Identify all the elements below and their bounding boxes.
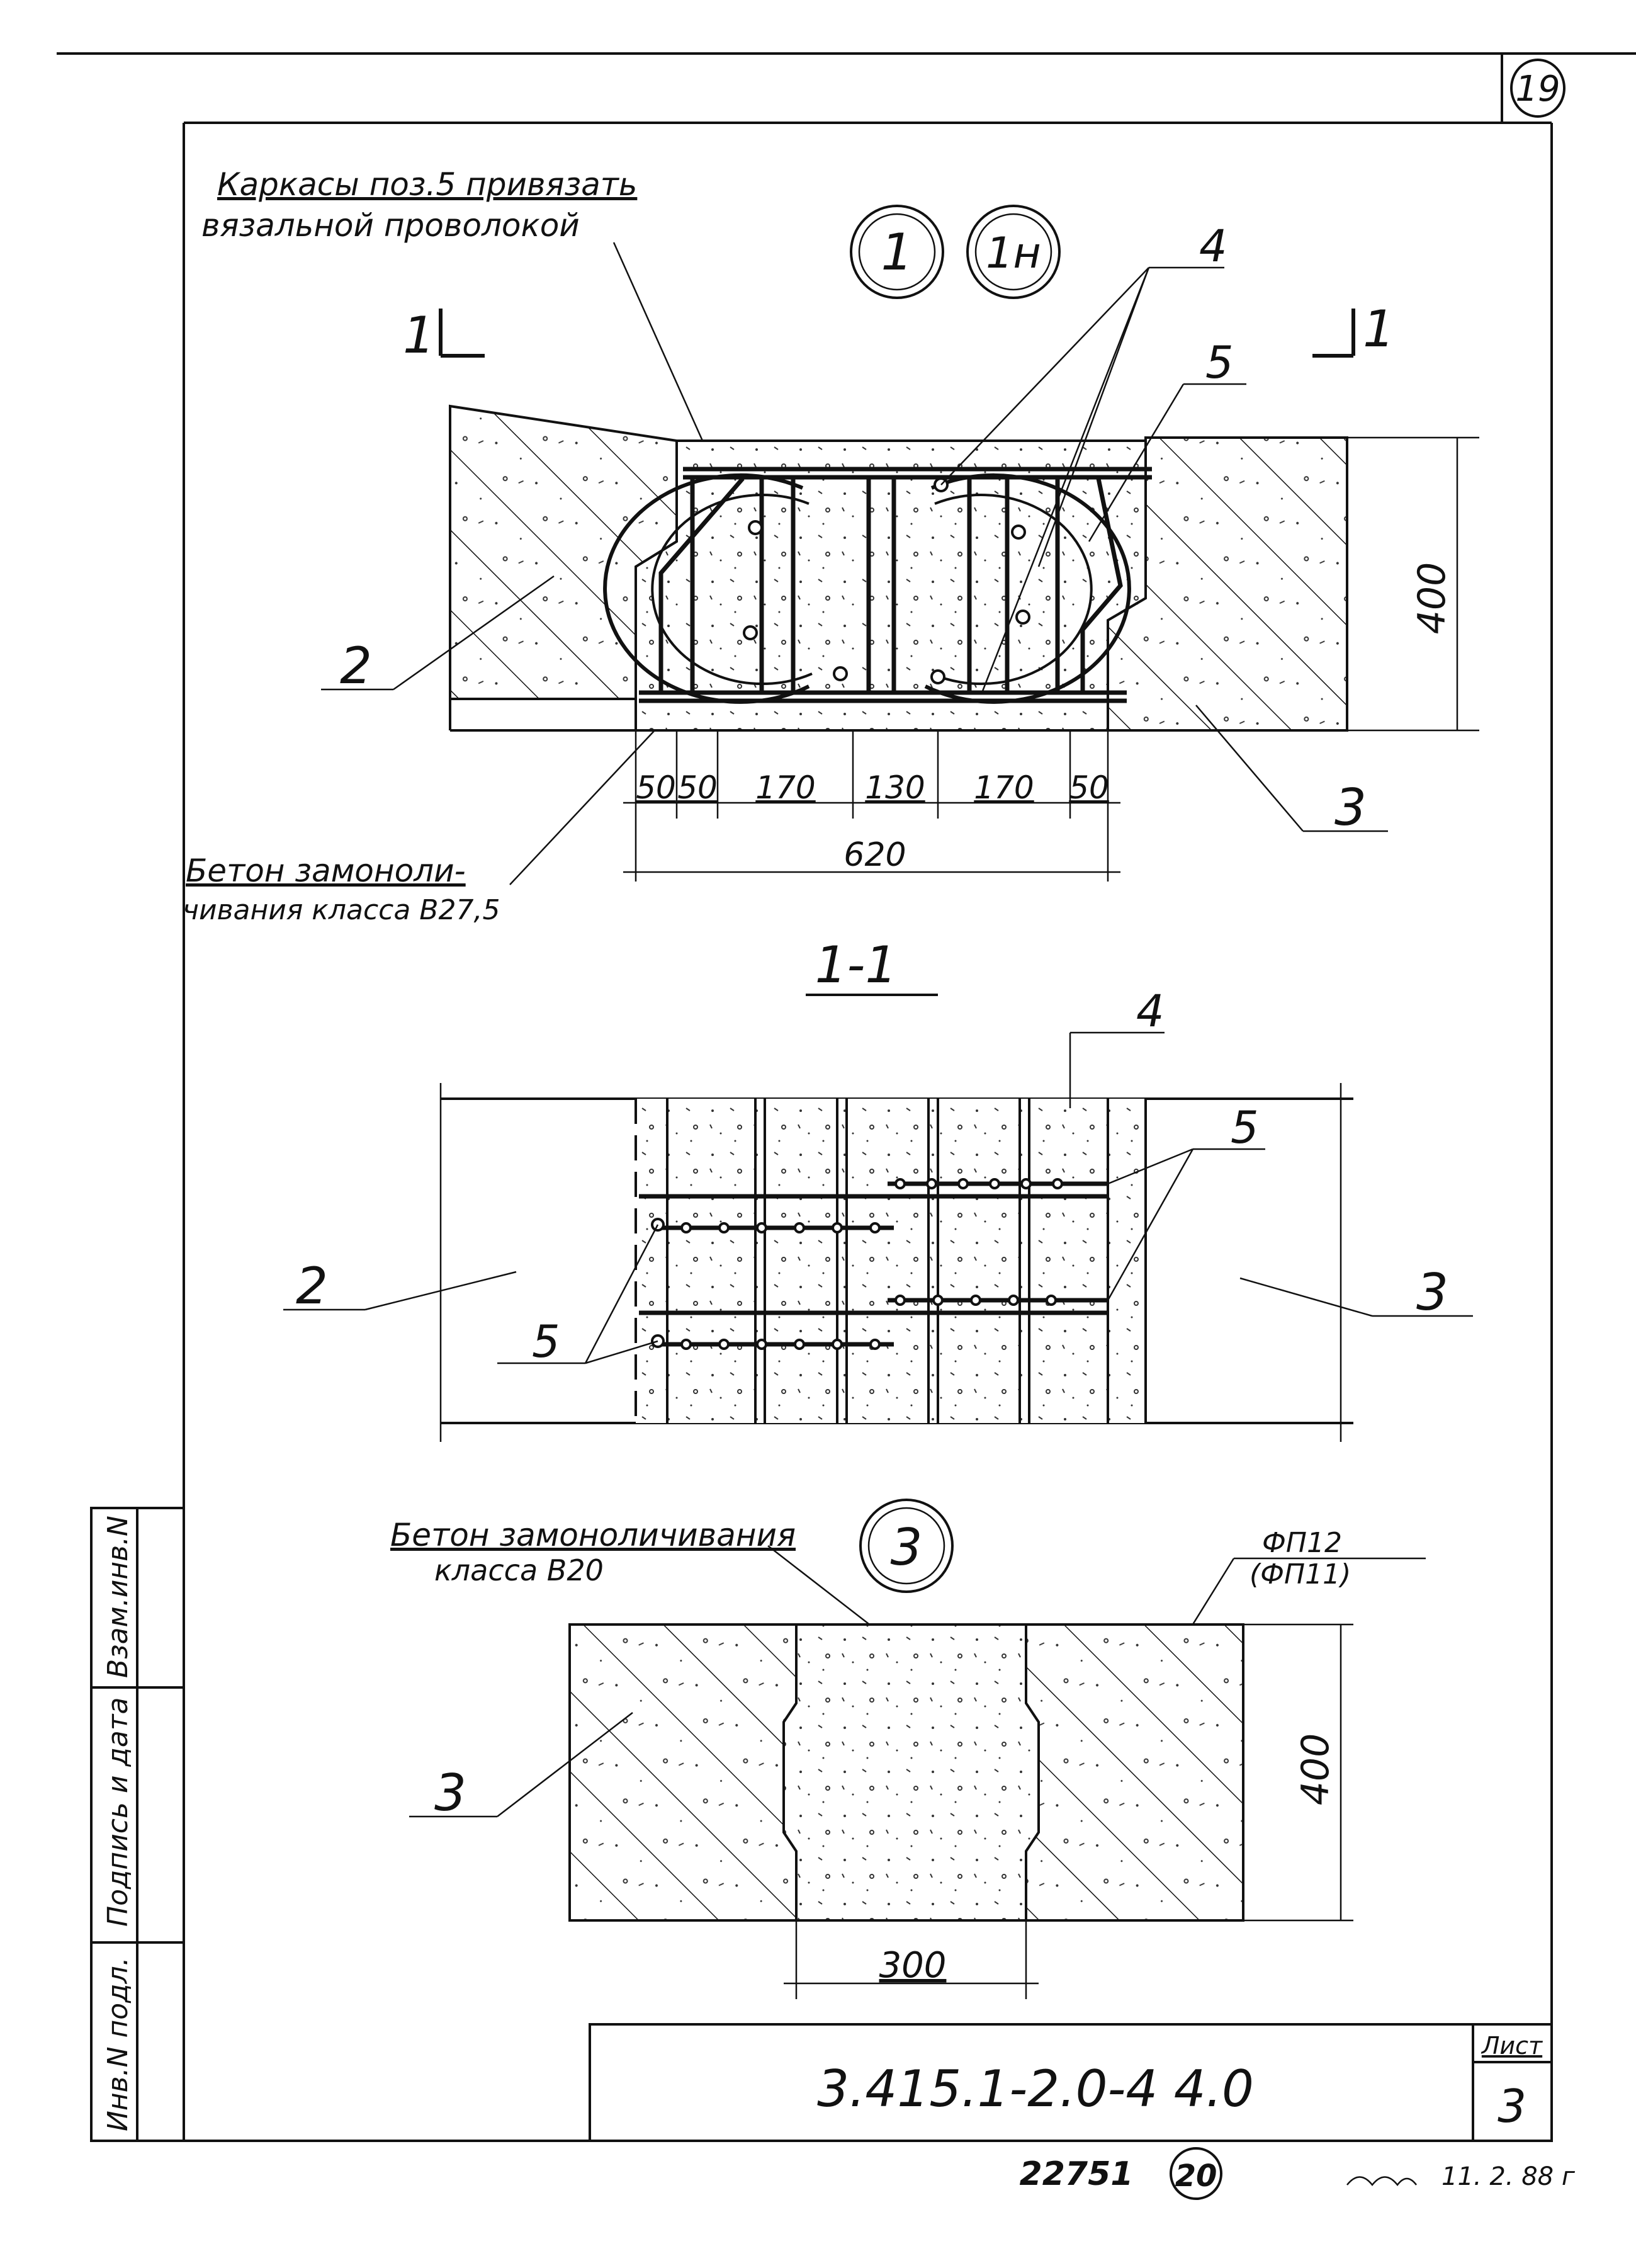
section-infill-concrete	[636, 1099, 1146, 1423]
section-callout-3: 3	[1416, 1263, 1448, 1322]
dim-total-620: 620	[843, 836, 906, 874]
node3-panel-left	[568, 1623, 798, 1922]
node1-concrete-note-line1: Бетон замонoли-	[186, 853, 466, 889]
node-1n-title: 1н	[986, 229, 1041, 278]
node1-callout-4: 4	[1199, 220, 1227, 272]
sheet-label: Лист	[1481, 2032, 1543, 2060]
node1-height-dim: 400	[1410, 562, 1454, 635]
node3-height-dim: 400	[1294, 1733, 1338, 1806]
section-cages	[639, 1178, 1108, 1350]
node3-infill-concrete	[782, 1623, 1040, 1922]
section-1-1: 1-1	[283, 936, 1473, 1442]
stamp-inv-repl: Взам.инв.N	[102, 1516, 134, 1678]
section-callout-4: 4	[1136, 985, 1165, 1037]
dim-130: 130	[865, 769, 925, 806]
corner-sheet-number: 19	[1510, 59, 1565, 118]
signature-mark	[1346, 2176, 1417, 2187]
section-title: 1-1	[815, 936, 898, 994]
node1-callout-3: 3	[1334, 778, 1367, 837]
dim-170-a: 170	[755, 769, 815, 806]
node3-callout-3: 3	[434, 1764, 466, 1822]
dim-50-c: 50	[1069, 769, 1109, 806]
node1-note-line2: вязальной проволокой	[201, 207, 580, 244]
drawing-code: 3.415.1-2.0-4 4.0	[817, 2060, 1254, 2118]
node3-note-line1: Бетон замоноличивания	[390, 1517, 796, 1553]
stamp-inv-orig: Инв.N подл.	[102, 1957, 134, 2131]
dim-170-b: 170	[974, 769, 1034, 806]
node3-width-dim: 300	[879, 1945, 947, 1986]
node-1-title: 1	[881, 223, 913, 281]
archive-number: 22751	[1020, 2155, 1134, 2193]
section-callout-2: 2	[296, 1257, 328, 1315]
node-3-title: 3	[891, 1518, 923, 1577]
node1-callout-2: 2	[340, 637, 372, 695]
node3-panel-right	[1025, 1623, 1244, 1922]
node1-callout-5: 5	[1205, 337, 1234, 388]
corner-number-text: 19	[1515, 69, 1560, 110]
node3-panel-b: (ФП11)	[1250, 1558, 1351, 1590]
sheet-number: 3	[1498, 2080, 1526, 2133]
node-1-detail: 1 1н Каркасы поз.5 привязать вязальной п…	[183, 166, 1479, 926]
dim-50-a: 50	[636, 769, 676, 806]
section-callout-5-left: 5	[532, 1316, 560, 1368]
signature-date: 11. 2. 88 г	[1441, 2162, 1576, 2191]
node3-panel-a: ФП12	[1262, 1527, 1342, 1559]
cut-marker-right: 1	[1363, 300, 1395, 358]
node1-concrete-note-line2: чивания класса В27,5	[183, 894, 500, 926]
title-block: 3.415.1-2.0-4 4.0 Лист 3	[589, 2023, 1553, 2142]
dim-50-b: 50	[677, 769, 718, 806]
cut-marker-left: 1	[403, 306, 435, 365]
node1-note-line1: Каркасы поз.5 привязать	[217, 166, 637, 203]
bottom-marks: 22751 20 11. 2. 88 г	[1020, 2147, 1576, 2200]
node3-note-line2: класса В20	[434, 1553, 604, 1587]
section-callout-5-right: 5	[1231, 1102, 1259, 1154]
node1-dimension-chain: 50 50 170 130 170 50 620	[623, 730, 1120, 882]
stamp-sign-date: Подпись и дата	[102, 1698, 134, 1927]
node-3-detail: 3 Бетон замоноличивания класса В20 ФП12 …	[390, 1499, 1426, 1999]
side-stamp: Инв.N подл. Подпись и дата Взам.инв.N	[90, 1507, 185, 2142]
page-circle-number: 20	[1175, 2158, 1217, 2194]
